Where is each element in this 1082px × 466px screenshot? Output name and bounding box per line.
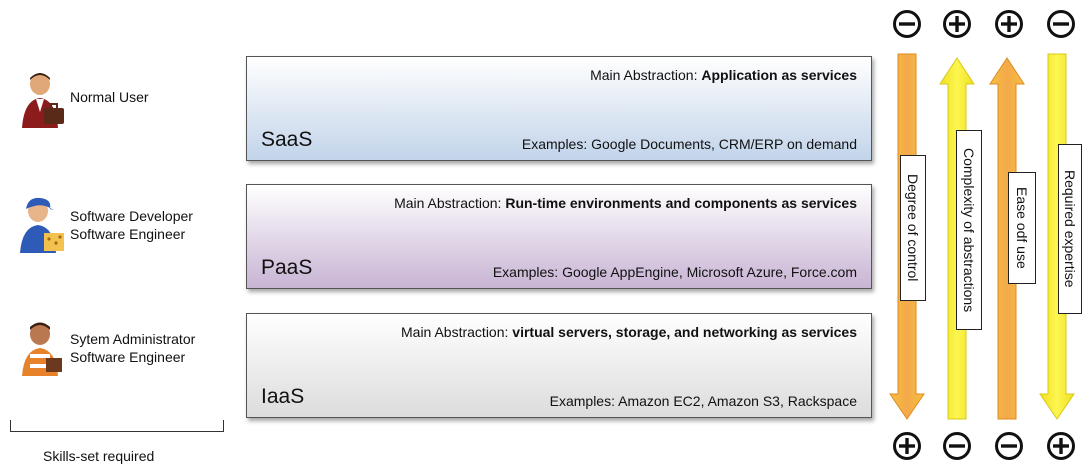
skills-bracket [10, 420, 224, 432]
plus-sign-icon [995, 10, 1023, 38]
business-user-icon [22, 73, 64, 128]
abstraction-text: Main Abstraction: Application as service… [590, 67, 857, 83]
layer-name: IaaS [261, 385, 305, 408]
layer-name: SaaS [261, 128, 313, 151]
persona-administrator: Sytem Administrator Software Engineer [18, 318, 195, 378]
examples-text: Examples: Amazon EC2, Amazon S3, Rackspa… [549, 393, 857, 409]
persona-developer: Software Developer Software Engineer [18, 195, 193, 255]
layer-saas: Main Abstraction: Application as service… [246, 56, 872, 161]
dimension-label: Degree of control [900, 155, 926, 301]
abstraction-text: Main Abstraction: Run-time environments … [394, 195, 857, 211]
developer-icon [20, 197, 64, 253]
abstraction-text: Main Abstraction: virtual servers, stora… [401, 324, 857, 340]
skills-label: Skills-set required [43, 448, 155, 464]
persona-label: Normal User [70, 89, 149, 105]
administrator-icon [22, 322, 62, 376]
minus-sign-icon [1047, 10, 1075, 38]
dimension-label: Required expertise [1058, 144, 1082, 314]
ease-of-use-arrow [989, 57, 1025, 420]
minus-sign-icon [893, 10, 921, 38]
plus-sign-icon [1047, 432, 1075, 460]
minus-sign-icon [943, 432, 971, 460]
examples-text: Examples: Google Documents, CRM/ERP on d… [521, 136, 857, 152]
layer-name: PaaS [261, 256, 313, 279]
persona-label-line2: Software Engineer [70, 226, 186, 242]
persona-label-line1: Software Developer [70, 208, 193, 224]
layer-paas: Main Abstraction: Run-time environments … [246, 184, 872, 289]
plus-sign-icon [893, 432, 921, 460]
persona-normal-user: Normal User [18, 70, 149, 130]
persona-label-line1: Sytem Administrator [70, 331, 196, 347]
minus-sign-icon [995, 432, 1023, 460]
persona-label-line2: Software Engineer [70, 349, 186, 365]
layer-iaas: Main Abstraction: virtual servers, stora… [246, 313, 872, 418]
examples-text: Examples: Google AppEngine, Microsoft Az… [492, 264, 857, 280]
dimension-label: Complexity of abstractions [956, 130, 982, 330]
plus-sign-icon [943, 10, 971, 38]
dimension-label: Ease odf use [1008, 172, 1036, 284]
